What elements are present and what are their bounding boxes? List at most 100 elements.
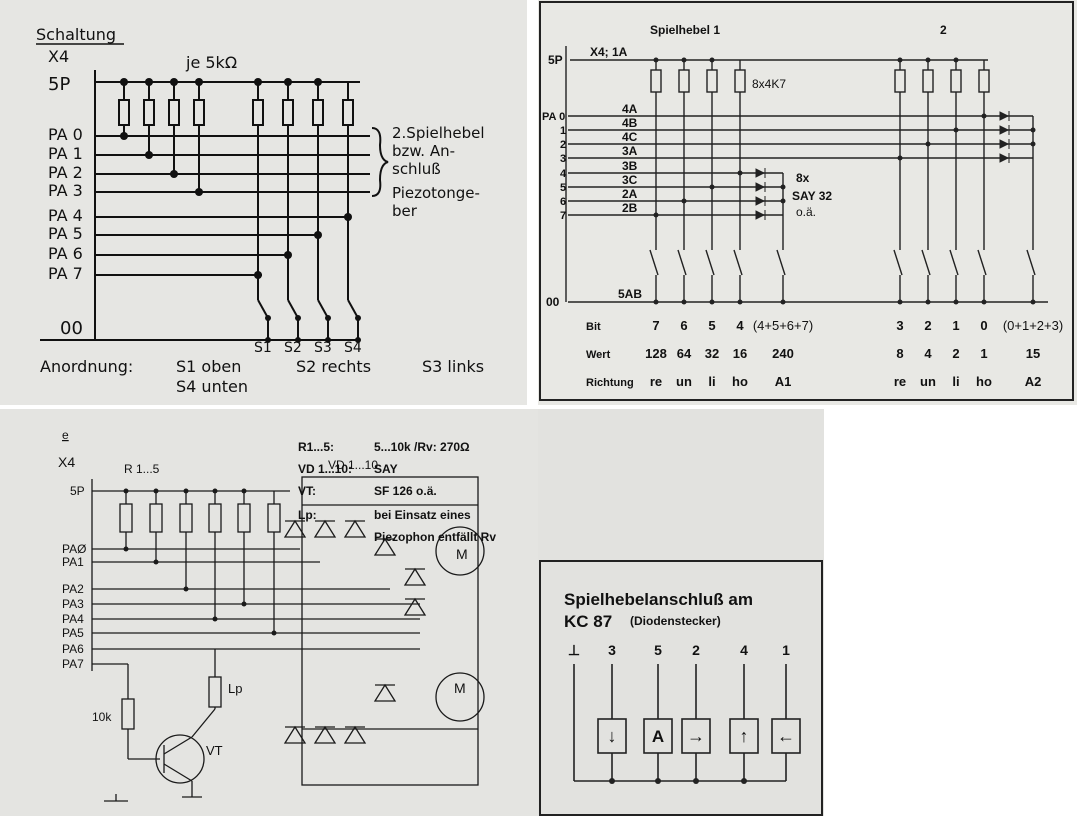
pin-b-4: 3B bbox=[622, 159, 638, 173]
value-cell-6: 4 bbox=[924, 346, 932, 361]
port-b-0: PA 0 bbox=[542, 111, 565, 123]
port-b-4: 4 bbox=[560, 168, 567, 180]
diode-count-b: 8x bbox=[796, 171, 810, 185]
direction-cell-5: re bbox=[894, 374, 906, 389]
switch-s2: S2 bbox=[284, 340, 302, 356]
direction-cell-7: li bbox=[952, 374, 959, 389]
legend-value-4: Piezophon entfällt Rv bbox=[374, 530, 496, 544]
kc87-pin-2: 2 bbox=[692, 642, 700, 658]
panel-joystick-table: Spielhebel 1 2 5P X4; 1A 8x4K7 PA 0 1 2 … bbox=[538, 0, 1077, 405]
diode-label-c: VD 1...10 bbox=[328, 458, 378, 472]
port-b-2: 2 bbox=[560, 139, 566, 151]
kc87-title-suffix: (Diodenstecker) bbox=[630, 614, 721, 628]
legend-value-1: SAY bbox=[374, 462, 398, 476]
header-joystick-2: 2 bbox=[940, 23, 947, 37]
port-c-4: PA4 bbox=[62, 612, 84, 626]
arrow-up-icon: ↑ bbox=[740, 726, 749, 746]
schematic-b: Spielhebel 1 2 5P X4; 1A 8x4K7 PA 0 1 2 … bbox=[539, 1, 1074, 401]
legend-key-0: R1...5: bbox=[298, 440, 334, 454]
arrangement-s1: S1 oben bbox=[176, 357, 241, 376]
bit-cell-2: 5 bbox=[708, 318, 715, 333]
switch-s3: S3 bbox=[314, 340, 332, 356]
value-cell-1: 64 bbox=[677, 346, 692, 361]
kc87-pin-5: 5 bbox=[654, 642, 662, 658]
arrangement-s3: S3 links bbox=[422, 357, 484, 376]
pin-b-2: 4C bbox=[622, 130, 638, 144]
direction-cell-9: A2 bbox=[1025, 374, 1042, 389]
bit-cell-3: 4 bbox=[736, 318, 744, 333]
value-cell-7: 2 bbox=[952, 346, 959, 361]
ground-label-a: 00 bbox=[60, 318, 83, 339]
port-pa7-a: PA 7 bbox=[48, 264, 83, 283]
legend-value-3: bei Einsatz eines bbox=[374, 508, 471, 522]
diode-alt-b: o.ä. bbox=[796, 205, 816, 219]
power-label-a: 5P bbox=[48, 74, 70, 95]
pin-b-3: 3A bbox=[622, 144, 638, 158]
connector-a: X4 bbox=[48, 47, 69, 66]
ground-label-b: 00 bbox=[546, 295, 560, 309]
direction-cell-4: A1 bbox=[775, 374, 792, 389]
port-b-6: 6 bbox=[560, 196, 566, 208]
legend-value-2: SF 126 o.ä. bbox=[374, 484, 437, 498]
direction-cell-0: re bbox=[650, 374, 662, 389]
plug-bottom-label: M bbox=[454, 680, 466, 696]
circuit-label-c: e bbox=[62, 428, 69, 442]
kc87-title-line2: KC 87 bbox=[564, 612, 612, 631]
header-joystick-1: Spielhebel 1 bbox=[650, 23, 720, 37]
port-b-3: 3 bbox=[560, 153, 566, 165]
legend-key-3: Lp: bbox=[298, 508, 317, 522]
port-c-0: PAØ bbox=[62, 542, 86, 556]
port-pa5-a: PA 5 bbox=[48, 224, 83, 243]
port-c-3: PA3 bbox=[62, 597, 84, 611]
speaker-label: Lp bbox=[228, 681, 242, 696]
value-cell-3: 16 bbox=[733, 346, 747, 361]
bit-cell-6: 2 bbox=[924, 318, 931, 333]
power-label-b: 5P bbox=[548, 53, 563, 67]
pin-b-1: 4B bbox=[622, 116, 638, 130]
arrow-down-icon: ↓ bbox=[608, 726, 617, 746]
fire-button-symbol: A bbox=[652, 727, 664, 746]
kc87-title-line1: Spielhebelanschluß am bbox=[564, 590, 753, 609]
switch-s1: S1 bbox=[254, 340, 272, 356]
schematic-d: Spielhebelanschluß am KC 87 (Diodensteck… bbox=[539, 560, 823, 816]
legend-key-1: VD 1...10: bbox=[298, 462, 352, 476]
ground-pin-b: 5AB bbox=[618, 287, 642, 301]
title-a: Schaltung bbox=[36, 25, 116, 44]
kc87-pin-ground: ⊥ bbox=[568, 642, 580, 658]
arrangement-s4: S4 unten bbox=[176, 377, 248, 396]
panel-kc87-connector: Spielhebelanschluß am KC 87 (Diodensteck… bbox=[538, 409, 824, 816]
port-pa0-a: PA 0 bbox=[48, 125, 83, 144]
panel-simple-schematic: Schaltung X4 je 5kΩ 5P 00 PA 0 PA 1 PA 2… bbox=[0, 0, 527, 405]
bit-cell-8: 0 bbox=[980, 318, 987, 333]
port-c-1: PA1 bbox=[62, 555, 84, 569]
diode-type-b: SAY 32 bbox=[792, 189, 832, 203]
arrow-left-icon: ← bbox=[777, 726, 795, 746]
schematic-a: Schaltung X4 je 5kΩ 5P 00 PA 0 PA 1 PA 2… bbox=[36, 25, 485, 396]
note-line-4: Piezotonge- bbox=[392, 184, 480, 202]
direction-cell-6: un bbox=[920, 374, 936, 389]
value-cell-2: 32 bbox=[705, 346, 719, 361]
pin-b-7: 2B bbox=[622, 201, 638, 215]
port-b-1: 1 bbox=[560, 125, 566, 137]
direction-cell-2: li bbox=[708, 374, 715, 389]
port-c-7: PA7 bbox=[62, 657, 84, 671]
direction-cell-1: un bbox=[676, 374, 692, 389]
port-pa1-a: PA 1 bbox=[48, 144, 83, 163]
bit-cell-1: 6 bbox=[680, 318, 687, 333]
pin-b-5: 3C bbox=[622, 173, 638, 187]
port-pa3-a: PA 3 bbox=[48, 181, 83, 200]
transistor-label: VT bbox=[206, 743, 223, 758]
legend-key-2: VT: bbox=[298, 484, 316, 498]
bit-cell-9: (0+1+2+3) bbox=[1003, 318, 1063, 333]
connector-b: X4; 1A bbox=[590, 45, 628, 59]
row-label-bit: Bit bbox=[586, 321, 601, 333]
bit-cell-5: 3 bbox=[896, 318, 903, 333]
row-label-richtung: Richtung bbox=[586, 377, 634, 389]
value-cell-5: 8 bbox=[896, 346, 903, 361]
value-cell-9: 15 bbox=[1026, 346, 1040, 361]
port-b-5: 5 bbox=[560, 182, 566, 194]
arrow-right-icon: → bbox=[687, 726, 705, 746]
pin-b-0: 4A bbox=[622, 102, 638, 116]
schematic-c: e X4 5P R 1...5 VD 1...10 PAØ PA1 PA2 PA… bbox=[58, 428, 496, 802]
power-label-c: 5P bbox=[70, 484, 85, 498]
